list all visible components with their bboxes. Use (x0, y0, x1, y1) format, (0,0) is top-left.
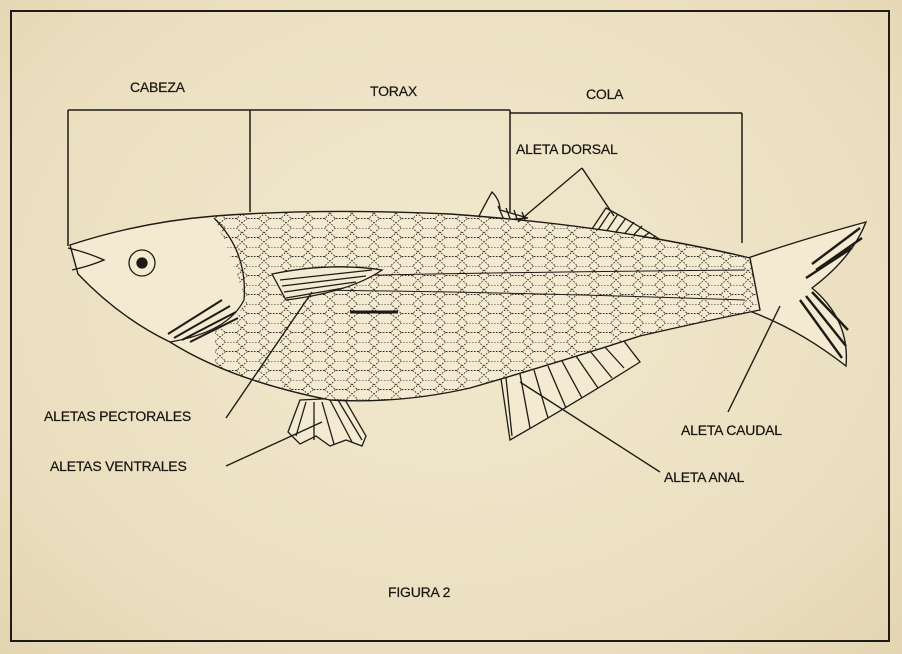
dorsal-leader-2 (582, 168, 614, 216)
ventral-leader (226, 422, 322, 466)
ventral-fins (288, 398, 366, 446)
label-aleta-anal: ALETA ANAL (664, 469, 744, 485)
anal-leader (520, 382, 660, 472)
label-aleta-dorsal: ALETA DORSAL (516, 141, 618, 157)
caudal-leader (728, 306, 780, 412)
label-aletas-ventrales: ALETAS VENTRALES (50, 458, 187, 474)
label-cola: COLA (586, 86, 623, 102)
caudal-fin (748, 222, 866, 366)
fish-body (70, 205, 775, 415)
label-aleta-caudal: ALETA CAUDAL (681, 422, 782, 438)
label-cabeza: CABEZA (130, 79, 185, 95)
label-aletas-pectorales: ALETAS PECTORALES (44, 408, 191, 424)
dorsal-leader-1 (518, 168, 582, 222)
label-torax: TORAX (370, 83, 417, 99)
figure-caption: FIGURA 2 (388, 584, 450, 600)
